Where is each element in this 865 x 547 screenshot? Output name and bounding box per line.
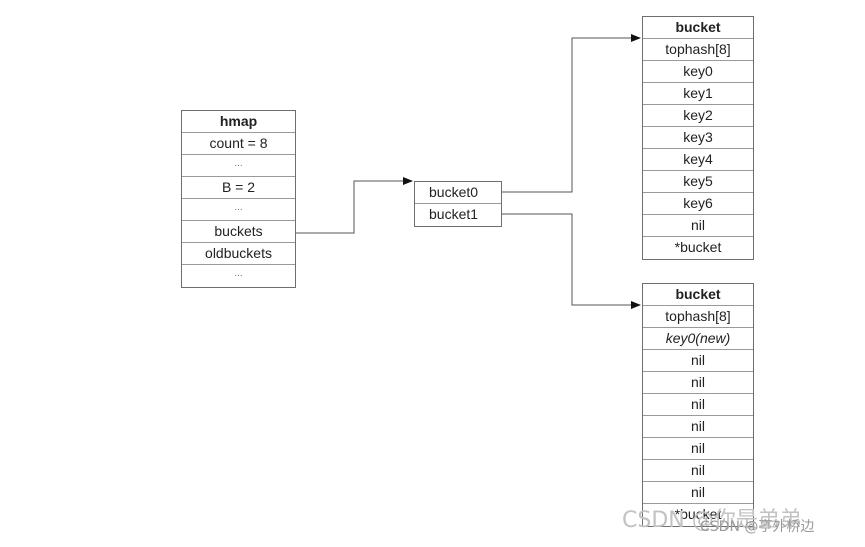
- bucket-cell-overflow: *bucket: [674, 506, 722, 522]
- bucket-struct-0: bucket tophash[8] key0 key1 key2 key3 ke…: [642, 16, 754, 260]
- hmap-field-oldbuckets: oldbuckets: [182, 243, 295, 265]
- bucket-cell-nil: nil: [643, 350, 753, 372]
- bucket-cell-key: key2: [643, 105, 753, 127]
- watermark-main: CSDN @你是弟弟: [622, 508, 802, 533]
- hmap-field-ellipsis: ...: [182, 199, 295, 221]
- bucket-struct-1: bucket tophash[8] key0(new) nil nil nil …: [642, 283, 754, 527]
- bucket-cell-nil: nil: [643, 372, 753, 394]
- bucket-cell-key: key1: [643, 83, 753, 105]
- hmap-field-buckets: buckets: [182, 221, 295, 243]
- bucket-cell-nil: nil: [643, 482, 753, 504]
- hmap-title: hmap: [182, 111, 295, 133]
- bucket-cell-nil: nil: [643, 394, 753, 416]
- bucket-cell-nil: nil: [643, 215, 753, 237]
- bucket-array: bucket0 bucket1: [414, 181, 502, 227]
- bucket-cell-overflow: *bucket: [674, 239, 722, 255]
- bucket-cell-nil: nil: [643, 438, 753, 460]
- bucket-title: bucket: [643, 17, 753, 39]
- bucket-cell-nil: nil: [643, 416, 753, 438]
- watermark-sub: CSDN @亭外桥边: [700, 519, 815, 535]
- bucket-cell-nil: nil: [643, 460, 753, 482]
- bucket-array-item-0: bucket0: [415, 182, 501, 204]
- bucket-cell-key: key6: [643, 193, 753, 215]
- arrow-bucket0-to-bucket: [502, 34, 641, 193]
- hmap-field-ellipsis: ...: [234, 268, 243, 279]
- bucket-cell-key-new: key0(new): [643, 328, 753, 350]
- arrow-bucket1-to-bucket: [502, 213, 641, 309]
- hmap-field-count: count = 8: [182, 133, 295, 155]
- arrow-hmap-buckets-to-array: [296, 177, 413, 234]
- bucket-cell-key: key3: [643, 127, 753, 149]
- hmap-struct: hmap count = 8 ... B = 2 ... buckets old…: [181, 110, 296, 288]
- bucket-array-item-1: bucket1: [429, 206, 479, 222]
- bucket-cell-key: key5: [643, 171, 753, 193]
- bucket-cell-key: key4: [643, 149, 753, 171]
- hmap-field-ellipsis: ...: [182, 155, 295, 177]
- hmap-field-b: B = 2: [182, 177, 295, 199]
- bucket-cell-key: key0: [643, 61, 753, 83]
- bucket-cell-tophash: tophash[8]: [643, 39, 753, 61]
- bucket-title: bucket: [643, 284, 753, 306]
- bucket-cell-tophash: tophash[8]: [643, 306, 753, 328]
